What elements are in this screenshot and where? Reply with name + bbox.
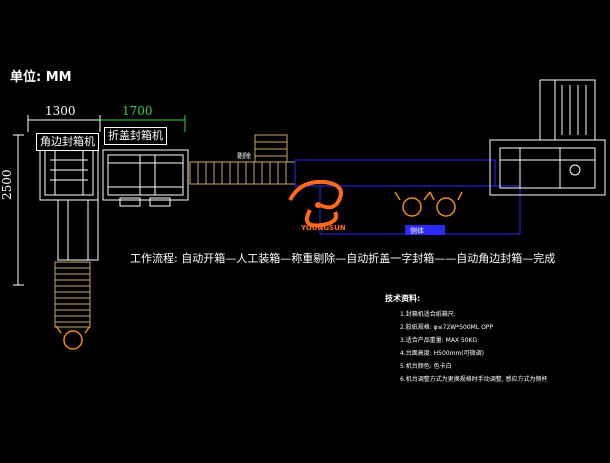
- side-marker: [405, 225, 445, 235]
- dimension-width-folder: 1700: [122, 104, 153, 118]
- flap-folder-machine: [102, 149, 189, 207]
- tech-item: 2.胶纸规格: φ≤72W*500ML OPP: [400, 324, 494, 331]
- box-erector-machine: [489, 79, 606, 196]
- tech-title: 技术资料:: [385, 294, 421, 303]
- brand-name: YOUNGSUN: [301, 224, 346, 232]
- tech-list: 1.封箱机适合纸箱尺: 2.胶纸规格: φ≤72W*500ML OPP 3.适合…: [400, 308, 548, 386]
- tech-item: 4.台面高度: H500mm(可微调): [400, 350, 484, 357]
- corner-sealer-label: 角边封箱机: [36, 133, 99, 151]
- tech-item: 3.适合产品重量: MAX 50KG: [400, 337, 478, 344]
- reject-label: 剔除: [237, 152, 251, 160]
- dimension-width-left: 1300: [45, 104, 76, 118]
- corner-sealer-machine: [39, 139, 99, 261]
- vertical-conveyor: [54, 261, 91, 328]
- tech-item: 6.机台调整方式为更换规格时手动调整, 感应方式为侧杯: [400, 376, 548, 383]
- process-text: 工作流程: 自动开箱—人工装箱—称重剔除—自动折盖一字封箱——自动角边封箱—完成: [130, 252, 556, 265]
- dimension-height-left: 2500: [0, 169, 14, 200]
- tech-item: 1.封箱机适合纸箱尺:: [400, 311, 456, 318]
- dimension-lines: [13, 115, 186, 286]
- flap-folder-label: 折盖封箱机: [104, 127, 167, 145]
- tech-item: 5.机台颜色: 色卡白: [400, 363, 452, 370]
- side-label: 侧体: [410, 227, 424, 235]
- unit-label: 单位: MM: [10, 70, 72, 85]
- worker-icon: [55, 191, 463, 350]
- brand-logo: [288, 179, 343, 228]
